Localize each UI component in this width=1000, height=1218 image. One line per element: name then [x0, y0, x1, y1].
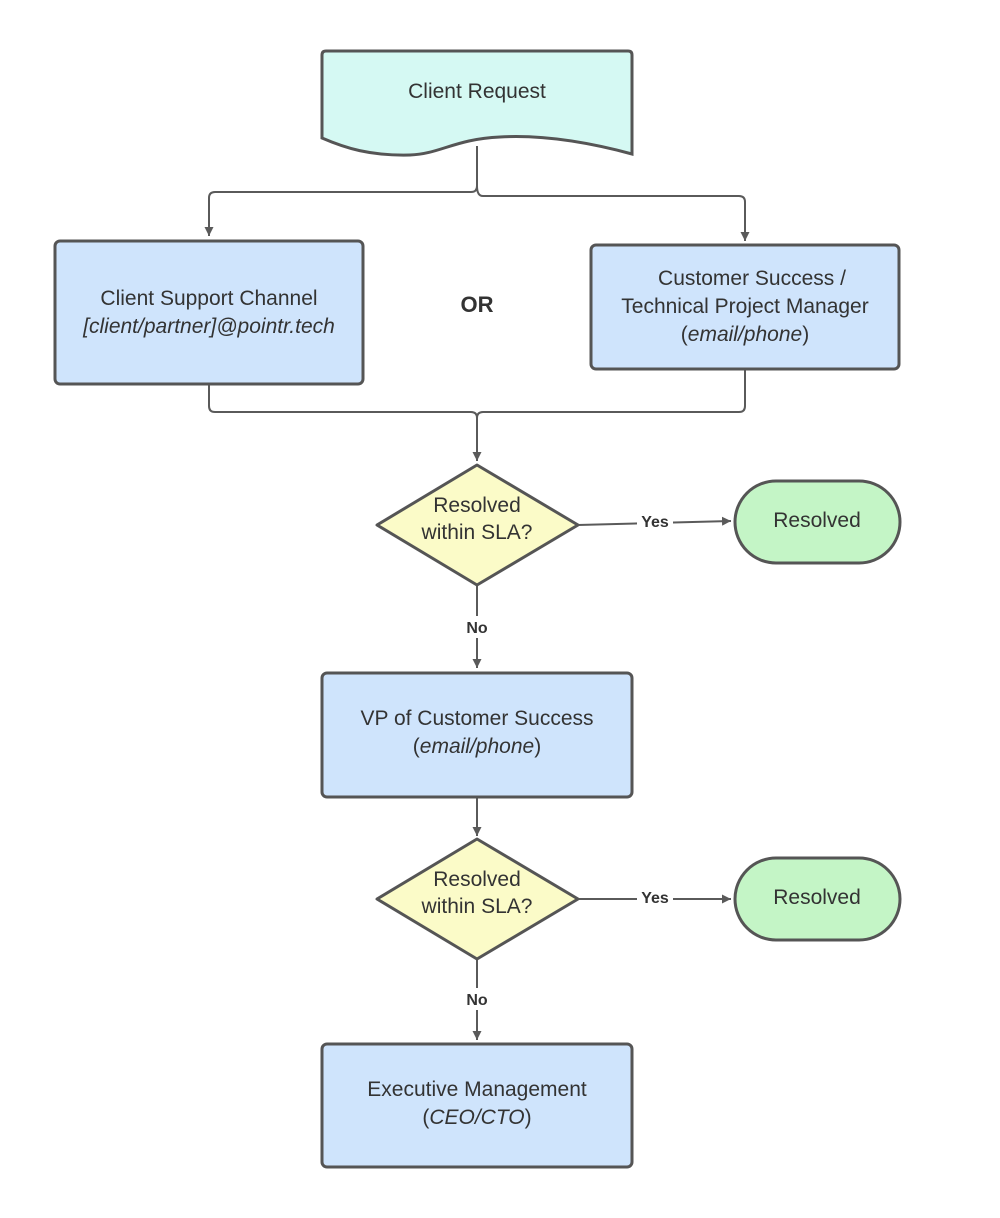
edge-label-bg — [461, 988, 493, 1010]
connector-request-to-support-channel — [204, 146, 478, 236]
node-label: VP of Customer Success — [360, 707, 593, 730]
connector-cs-tpm-to-decision1 — [476, 369, 746, 419]
node-label: Technical Project Manager — [621, 295, 868, 318]
paren-close: ) — [534, 735, 541, 758]
decision-diamond — [375, 837, 580, 961]
process-box — [320, 671, 634, 799]
edge-label-yes: Yes — [641, 890, 669, 907]
paren-open: ( — [413, 735, 420, 758]
decision-diamond — [375, 463, 580, 587]
document-shape — [320, 49, 634, 157]
node-label: Resolved — [773, 886, 861, 909]
node-cs-tpm: Customer Success / Technical Project Man… — [589, 243, 901, 371]
paren-close: ) — [525, 1106, 532, 1129]
node-resolved1: Resolved — [733, 479, 902, 565]
edge-label-no: No — [466, 992, 488, 1009]
node-label: Client Support Channel — [100, 287, 317, 310]
node-label: Resolved — [433, 868, 521, 891]
node-client-request: Client Request — [320, 49, 634, 157]
process-box — [589, 243, 901, 371]
role-names: CEO/CTO — [429, 1106, 524, 1129]
node-label: within SLA? — [421, 521, 533, 544]
node-decision2: Resolved within SLA? — [375, 837, 580, 961]
node-label: within SLA? — [421, 895, 533, 918]
edge-label-bg — [461, 616, 493, 638]
terminal-pill — [733, 479, 902, 565]
or-label: OR — [461, 292, 494, 317]
node-label-contact: (email/phone) — [413, 735, 541, 758]
process-box — [53, 239, 365, 386]
node-exec: Executive Management (CEO/CTO) — [320, 1042, 634, 1169]
connector-support-channel-to-decision1 — [208, 385, 482, 461]
node-vp: VP of Customer Success (email/phone) — [320, 671, 634, 799]
node-label: Customer Success / — [658, 267, 846, 290]
connector-request-to-cs-tpm — [476, 185, 750, 241]
node-label: Executive Management — [367, 1078, 587, 1101]
edge-label-yes: Yes — [641, 514, 669, 531]
contact-method: email/phone — [688, 323, 802, 346]
terminal-pill — [733, 856, 902, 942]
node-resolved2: Resolved — [733, 856, 902, 942]
node-label-contact: (CEO/CTO) — [422, 1106, 531, 1129]
contact-method: email/phone — [420, 735, 534, 758]
edge-label-bg — [637, 511, 673, 531]
node-label: Client Request — [408, 80, 546, 103]
node-label: Resolved — [773, 509, 861, 532]
process-box — [320, 1042, 634, 1169]
paren-open: ( — [681, 323, 688, 346]
node-label-contact: (email/phone) — [681, 323, 809, 346]
edge-label-bg — [637, 887, 673, 907]
paren-close: ) — [802, 323, 809, 346]
paren-open: ( — [422, 1106, 429, 1129]
node-label: Resolved — [433, 494, 521, 517]
node-label-email: [client/partner]@pointr.tech — [82, 315, 335, 338]
edge-label-no: No — [466, 620, 488, 637]
node-decision1: Resolved within SLA? — [375, 463, 580, 587]
node-support-channel: Client Support Channel [client/partner]@… — [53, 239, 365, 386]
